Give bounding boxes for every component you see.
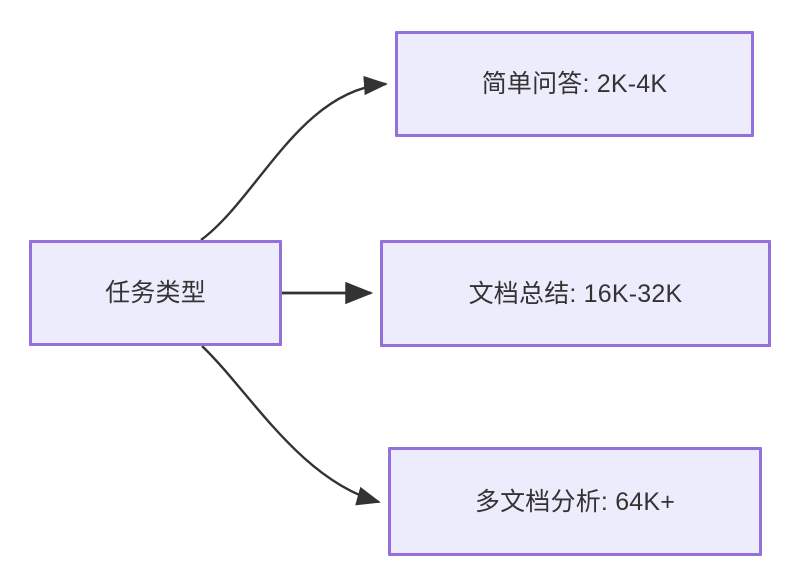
node-task-type-label: 任务类型 xyxy=(105,279,206,307)
node-task-type[interactable]: 任务类型 xyxy=(29,240,282,346)
node-multi-document-analysis[interactable]: 多文档分析: 64K+ xyxy=(388,447,762,556)
node-simple-qa-label: 简单问答: 2K-4K xyxy=(481,70,668,98)
edge-source-to-multi xyxy=(201,345,381,506)
node-document-summary[interactable]: 文档总结: 16K-32K xyxy=(380,240,771,347)
node-simple-qa[interactable]: 简单问答: 2K-4K xyxy=(395,31,754,137)
edge-source-to-simple xyxy=(200,75,388,241)
node-document-summary-label: 文档总结: 16K-32K xyxy=(468,279,683,308)
node-multi-document-analysis-label: 多文档分析: 64K+ xyxy=(474,487,676,516)
